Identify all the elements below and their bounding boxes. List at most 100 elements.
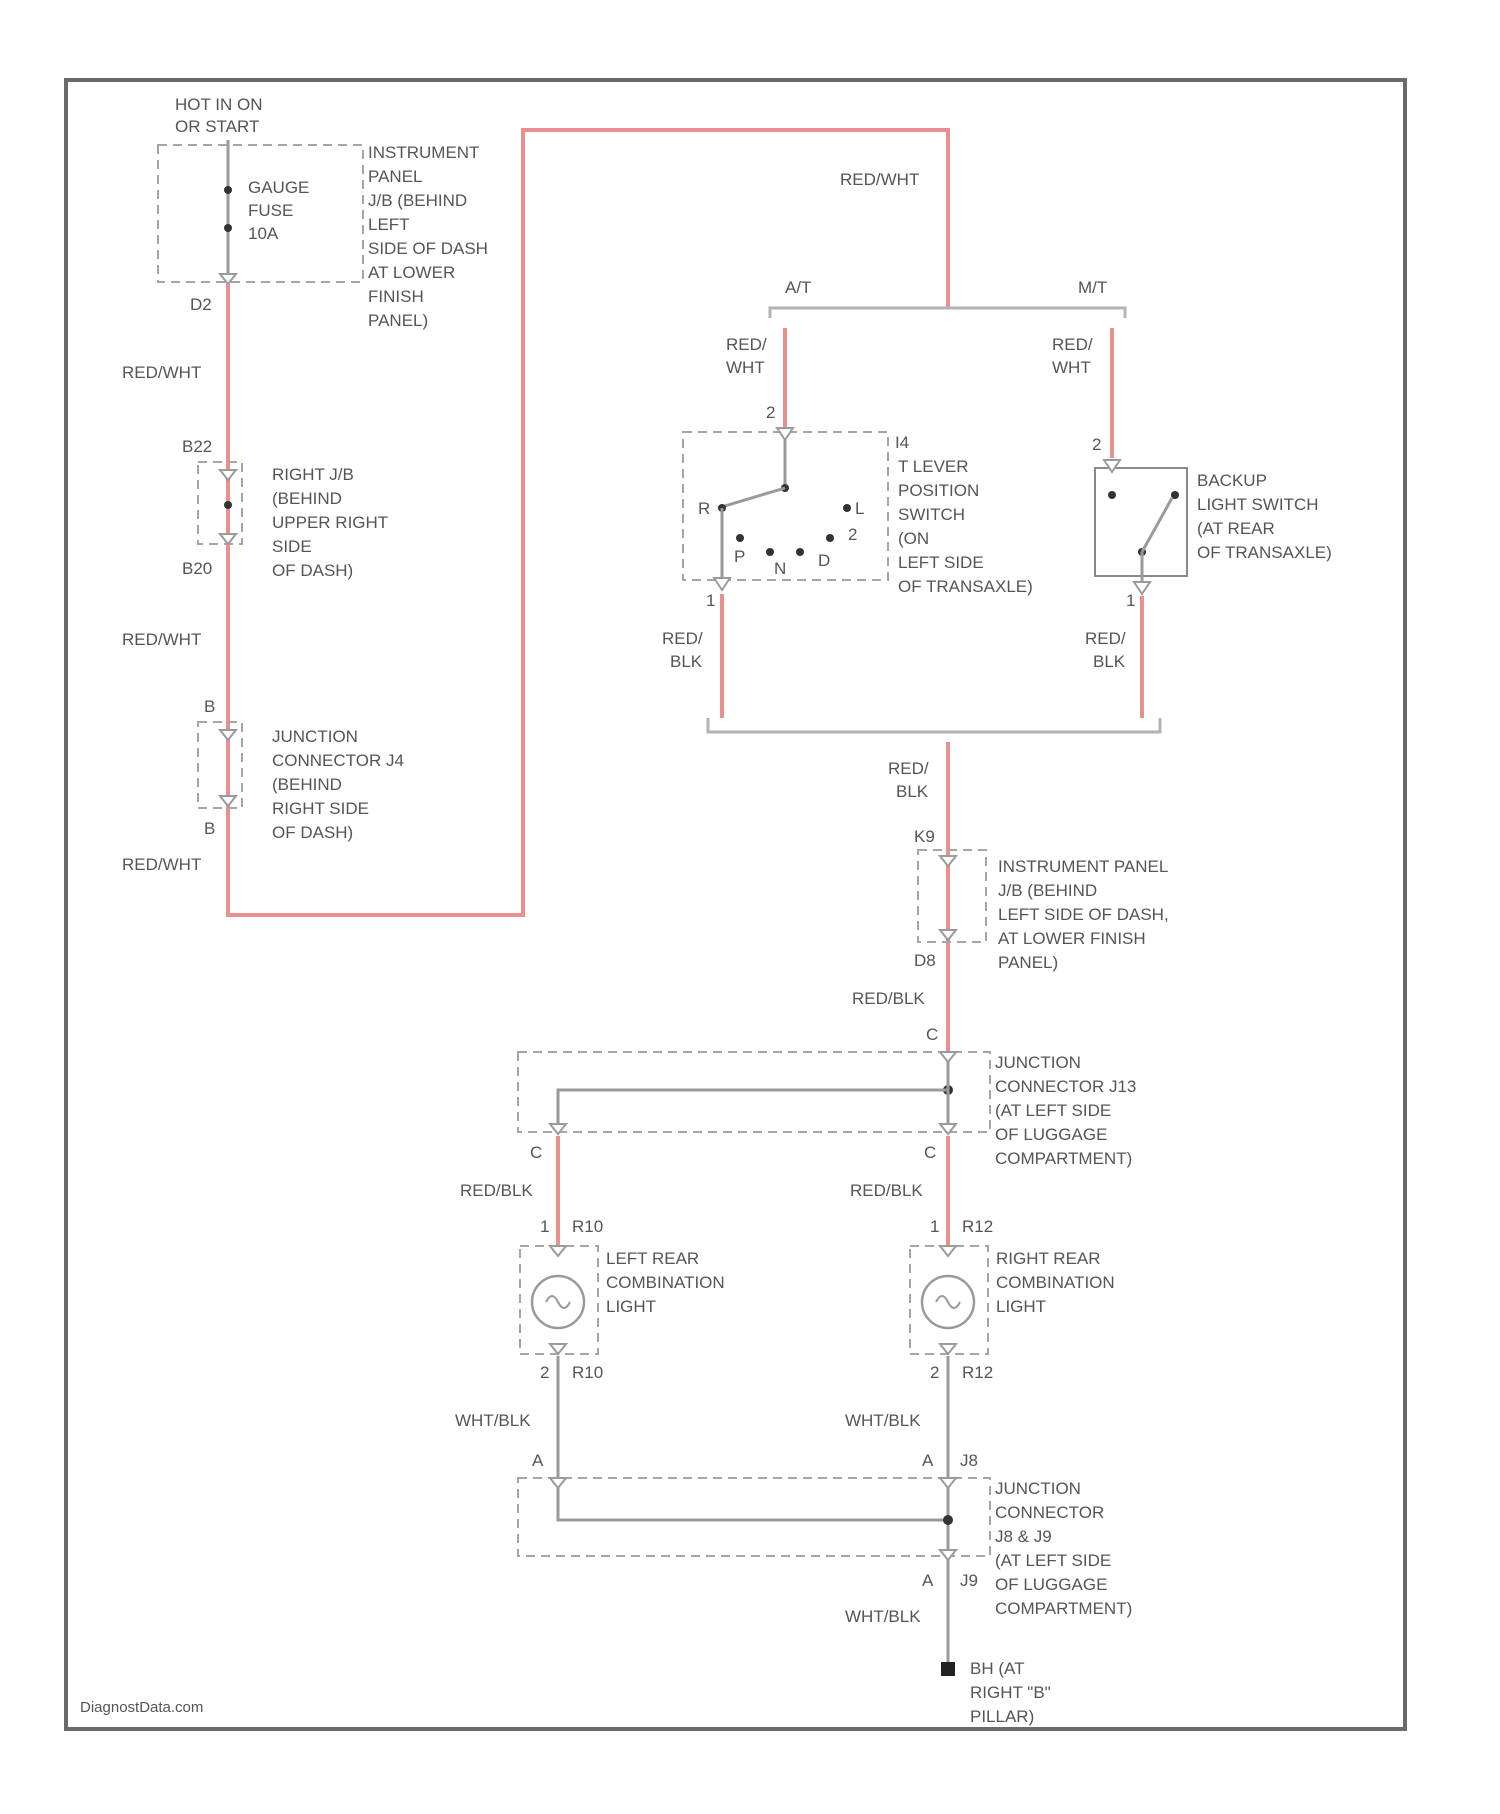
ip-jb-top-line-0: INSTRUMENT xyxy=(368,143,479,162)
j13-line-3: OF LUGGAGE xyxy=(995,1125,1107,1144)
lever-contact-l xyxy=(843,504,851,512)
at-wire-label-1: RED/ xyxy=(726,335,767,354)
ground-line-0: BH (AT xyxy=(970,1659,1024,1678)
right-jb-pin-top: B22 xyxy=(182,437,212,456)
j8-line-3: (AT LEFT SIDE xyxy=(995,1551,1111,1570)
j13-connector-top xyxy=(940,1052,956,1062)
right-rear-line-1: COMBINATION xyxy=(996,1273,1115,1292)
ip-jb-top-line-7: PANEL) xyxy=(368,311,428,330)
right-jb-line-4: OF DASH) xyxy=(272,561,353,580)
j8-line-5: COMPARTMENT) xyxy=(995,1599,1132,1618)
right-rear-line-2: LIGHT xyxy=(996,1297,1046,1316)
left-rear-connector-bot xyxy=(550,1344,566,1354)
lever-pos-r: R xyxy=(698,499,710,518)
j4-connector-top xyxy=(220,730,236,740)
at-wire-label-2: WHT xyxy=(726,358,765,377)
j4-pin-bot: B xyxy=(204,819,215,838)
j8-connector-right xyxy=(940,1478,956,1488)
lever-pos-2: 2 xyxy=(848,525,857,544)
right-jb-line-0: RIGHT J/B xyxy=(272,465,354,484)
diagram-frame xyxy=(66,80,1405,1729)
lever-line-5: OF TRANSAXLE) xyxy=(898,577,1033,596)
left-rear-connector-top xyxy=(550,1246,566,1256)
right-rear-pin-top: 1 xyxy=(930,1217,939,1236)
ip-jb-bot-line-2: LEFT SIDE OF DASH, xyxy=(998,905,1169,924)
j4-line-2: (BEHIND xyxy=(272,775,342,794)
right-jb-pin-bot: B20 xyxy=(182,559,212,578)
left-rear-conn-bot: R10 xyxy=(572,1363,603,1382)
wire-label-red-wht-4: RED/WHT xyxy=(840,170,919,189)
wire-label-red-blk-2: RED/BLK xyxy=(460,1181,533,1200)
ip-jb-bot-line-0: INSTRUMENT PANEL xyxy=(998,857,1168,876)
lever-contact-arm xyxy=(718,488,785,508)
j9-id-bot: J9 xyxy=(960,1571,978,1590)
wire-label-wht-blk-1: WHT/BLK xyxy=(455,1411,531,1430)
wire-label-red-wht-2: RED/WHT xyxy=(122,630,201,649)
lever-line-3: (ON xyxy=(898,529,929,548)
power-label-2: OR START xyxy=(175,117,259,136)
lever-contact-d xyxy=(796,548,804,556)
right-rear-line-0: RIGHT REAR xyxy=(996,1249,1101,1268)
fuse-terminal-b xyxy=(224,224,232,232)
lever-line-4: LEFT SIDE xyxy=(898,553,984,572)
ip-jb-top-line-3: LEFT xyxy=(368,215,410,234)
ip-jb-bot-box xyxy=(918,850,986,942)
j13-box xyxy=(518,1052,990,1132)
right-rear-pin-bot: 2 xyxy=(930,1363,939,1382)
lever-line-0: T LEVER xyxy=(898,457,969,476)
left-rear-line-1: COMBINATION xyxy=(606,1273,725,1292)
lever-contact-2 xyxy=(826,534,834,542)
backup-connector-bot xyxy=(1134,582,1150,594)
fuse-terminal-a xyxy=(224,186,232,194)
branch-label-at: A/T xyxy=(785,278,811,297)
backup-pin-bot: 1 xyxy=(1126,591,1135,610)
backup-connector-top xyxy=(1104,460,1120,472)
fuse-pin-label: D2 xyxy=(190,295,212,314)
lever-pos-p: P xyxy=(734,547,745,566)
j4-line-4: OF DASH) xyxy=(272,823,353,842)
fuse-label-3: 10A xyxy=(248,224,279,243)
lever-pos-d: D xyxy=(818,551,830,570)
downlead-label-2: BLK xyxy=(896,782,929,801)
ip-jb-top-line-6: FINISH xyxy=(368,287,424,306)
backup-switch-arm xyxy=(1142,498,1172,552)
output-join-bracket xyxy=(708,718,1160,732)
j9-pin-bot: A xyxy=(922,1571,934,1590)
wire-label-wht-blk-2: WHT/BLK xyxy=(845,1411,921,1430)
wire-label-wht-blk-3: WHT/BLK xyxy=(845,1607,921,1626)
j4-line-1: CONNECTOR J4 xyxy=(272,751,404,770)
ip-jb-top-line-5: AT LOWER xyxy=(368,263,455,282)
left-rear-line-0: LEFT REAR xyxy=(606,1249,699,1268)
lever-connector-top xyxy=(777,428,793,440)
mt-out-label-2: BLK xyxy=(1093,652,1126,671)
lever-connector-bot xyxy=(714,578,730,590)
j8-box xyxy=(518,1478,990,1556)
j13-line-4: COMPARTMENT) xyxy=(995,1149,1132,1168)
backup-line-3: OF TRANSAXLE) xyxy=(1197,543,1332,562)
j4-line-0: JUNCTION xyxy=(272,727,358,746)
ip-jb-bot-connector-top xyxy=(940,856,956,866)
right-rear-conn-top: R12 xyxy=(962,1217,993,1236)
at-out-label-2: BLK xyxy=(670,652,703,671)
left-rear-conn-top: R10 xyxy=(572,1217,603,1236)
lever-pos-n: N xyxy=(774,559,786,578)
j4-pin-top: B xyxy=(204,697,215,716)
j13-pin-left: C xyxy=(530,1143,542,1162)
at-out-label-1: RED/ xyxy=(662,629,703,648)
j13-line-0: JUNCTION xyxy=(995,1053,1081,1072)
ip-jb-bot-connector-bot xyxy=(940,930,956,940)
left-rear-line-2: LIGHT xyxy=(606,1297,656,1316)
right-jb-splice xyxy=(224,501,232,509)
right-rear-connector-top xyxy=(940,1246,956,1256)
j13-bus-wire xyxy=(558,1090,948,1130)
mt-out-label-1: RED/ xyxy=(1085,629,1126,648)
power-label-1: HOT IN ON xyxy=(175,95,263,114)
j13-line-1: CONNECTOR J13 xyxy=(995,1077,1136,1096)
wire-label-red-wht-3: RED/WHT xyxy=(122,855,201,874)
right-jb-line-3: SIDE xyxy=(272,537,312,556)
left-rear-pin-bot: 2 xyxy=(540,1363,549,1382)
j8-line-2: J8 & J9 xyxy=(995,1527,1052,1546)
j4-connector-bot xyxy=(220,796,236,806)
backup-contact-top xyxy=(1108,491,1116,499)
backup-pin-top: 2 xyxy=(1092,435,1101,454)
